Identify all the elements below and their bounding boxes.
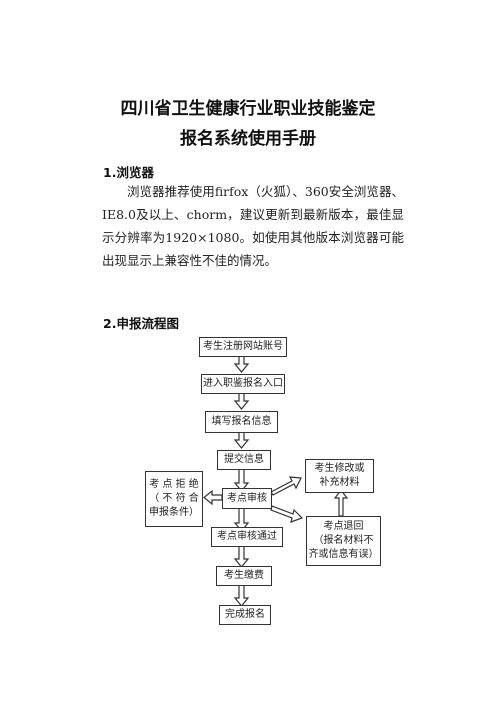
down-arrow-3 xyxy=(233,431,250,449)
flow-branch-reject: 考 点 拒 绝 （ 不 符 合 申报条件） xyxy=(145,471,203,527)
document-title-line2: 报名系统使用手册 xyxy=(180,129,316,149)
up-arrow-modify xyxy=(333,489,349,517)
flow-step-payment: 考生缴费 xyxy=(216,566,272,586)
flow-branch-modify: 考生修改或 补充材料 xyxy=(305,459,374,493)
flow-step-approved: 考点审核通过 xyxy=(211,527,283,547)
diagonal-arrow-return xyxy=(270,505,304,523)
flow-step-enter-portal: 进入职鉴报名入口 xyxy=(201,374,285,394)
section-heading-flowchart: 2.申报流程图 xyxy=(103,316,179,331)
left-arrow-reject xyxy=(203,489,223,506)
browser-paragraph: 浏览器推荐使用firfox（火狐）、360安全浏览器、IE8.0及以上、chor… xyxy=(102,184,404,268)
down-arrow-1 xyxy=(233,355,250,373)
flow-step-fill-info: 填写报名信息 xyxy=(205,411,278,433)
down-arrow-2 xyxy=(233,392,250,410)
down-arrow-7 xyxy=(233,583,250,607)
down-arrow-4 xyxy=(233,467,250,492)
flow-step-register: 考生注册网站账号 xyxy=(199,337,287,357)
flow-step-complete: 完成报名 xyxy=(219,605,271,625)
flow-step-submit: 提交信息 xyxy=(217,450,271,470)
down-arrow-6 xyxy=(233,544,250,568)
diagonal-arrow-modify xyxy=(270,476,302,496)
section-heading-browser: 1.浏览器 xyxy=(103,165,154,180)
flow-step-review: 考点审核 xyxy=(222,488,272,509)
document-title-line1: 四川省卫生健康行业职业技能鉴定 xyxy=(120,99,376,119)
flow-branch-return: 考点退回 （报名材料不 齐或信息有误） xyxy=(306,516,381,566)
